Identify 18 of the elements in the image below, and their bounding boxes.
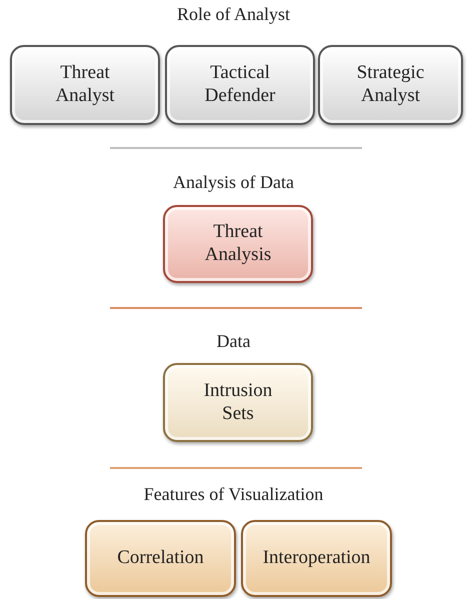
rounded-box — [10, 45, 160, 125]
box-label: Threat Analysis — [204, 221, 272, 267]
rounded-box — [85, 520, 236, 597]
rounded-box — [163, 205, 313, 283]
rounded-box — [163, 363, 313, 442]
box-label: Threat Analyst — [54, 62, 116, 108]
box-label: Intrusion Sets — [202, 380, 274, 426]
rounded-box — [241, 520, 392, 597]
box-label: Interoperation — [262, 547, 370, 570]
section-heading: Role of Analyst — [176, 4, 291, 25]
section-heading: Features of Visualization — [142, 484, 324, 505]
rounded-box — [165, 45, 315, 125]
section-heading: Analysis of Data — [172, 172, 295, 193]
box-label: Correlation — [117, 547, 204, 570]
rounded-box — [318, 45, 463, 125]
box-label: Tactical Defender — [204, 62, 276, 108]
section-heading: Data — [216, 331, 252, 352]
box-label: Strategic Analyst — [356, 62, 426, 108]
